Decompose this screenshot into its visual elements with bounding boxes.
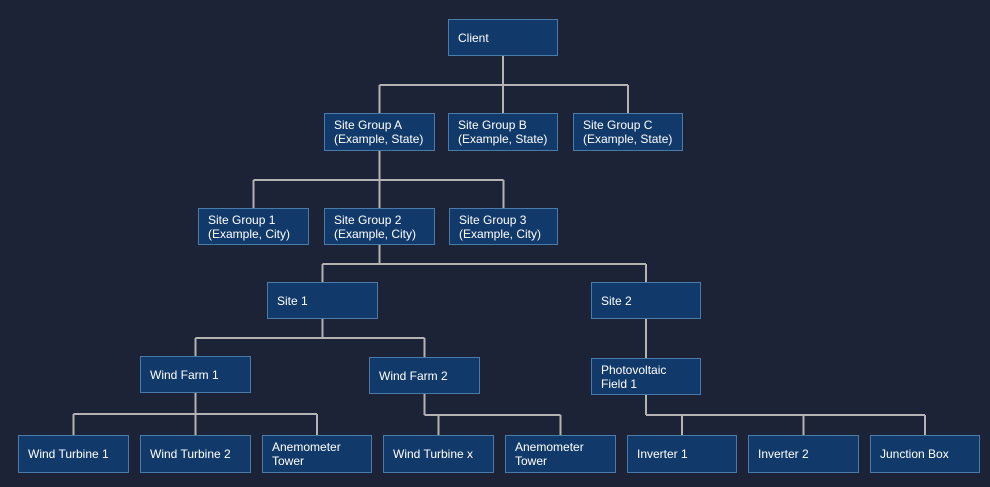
node-wind-turbine-1: Wind Turbine 1 xyxy=(18,435,129,473)
node-inverter-1: Inverter 1 xyxy=(627,435,737,473)
node-wind-turbine-2: Wind Turbine 2 xyxy=(140,435,251,473)
node-wind-turbine-x: Wind Turbine x xyxy=(383,435,494,473)
node-site-group-1: Site Group 1 (Example, City) xyxy=(198,208,309,245)
node-site-group-b: Site Group B (Example, State) xyxy=(448,113,558,151)
node-inverter-2: Inverter 2 xyxy=(748,435,859,473)
node-junction-box: Junction Box xyxy=(870,435,980,473)
node-site-group-3: Site Group 3 (Example, City) xyxy=(449,208,558,245)
node-wind-farm-1: Wind Farm 1 xyxy=(140,356,251,393)
node-site-group-c: Site Group C (Example, State) xyxy=(573,113,683,151)
node-wind-farm-2: Wind Farm 2 xyxy=(369,357,480,394)
node-site-group-2: Site Group 2 (Example, City) xyxy=(324,208,435,245)
node-client: Client xyxy=(448,19,558,56)
node-site-group-a: Site Group A (Example, State) xyxy=(324,113,435,151)
node-photovoltaic-field-1: Photovoltaic Field 1 xyxy=(591,358,701,395)
node-site-1: Site 1 xyxy=(267,282,378,319)
node-anemometer-tower-1: Anemometer Tower xyxy=(262,435,372,473)
node-anemometer-tower-2: Anemometer Tower xyxy=(505,435,616,473)
node-site-2: Site 2 xyxy=(591,282,701,319)
